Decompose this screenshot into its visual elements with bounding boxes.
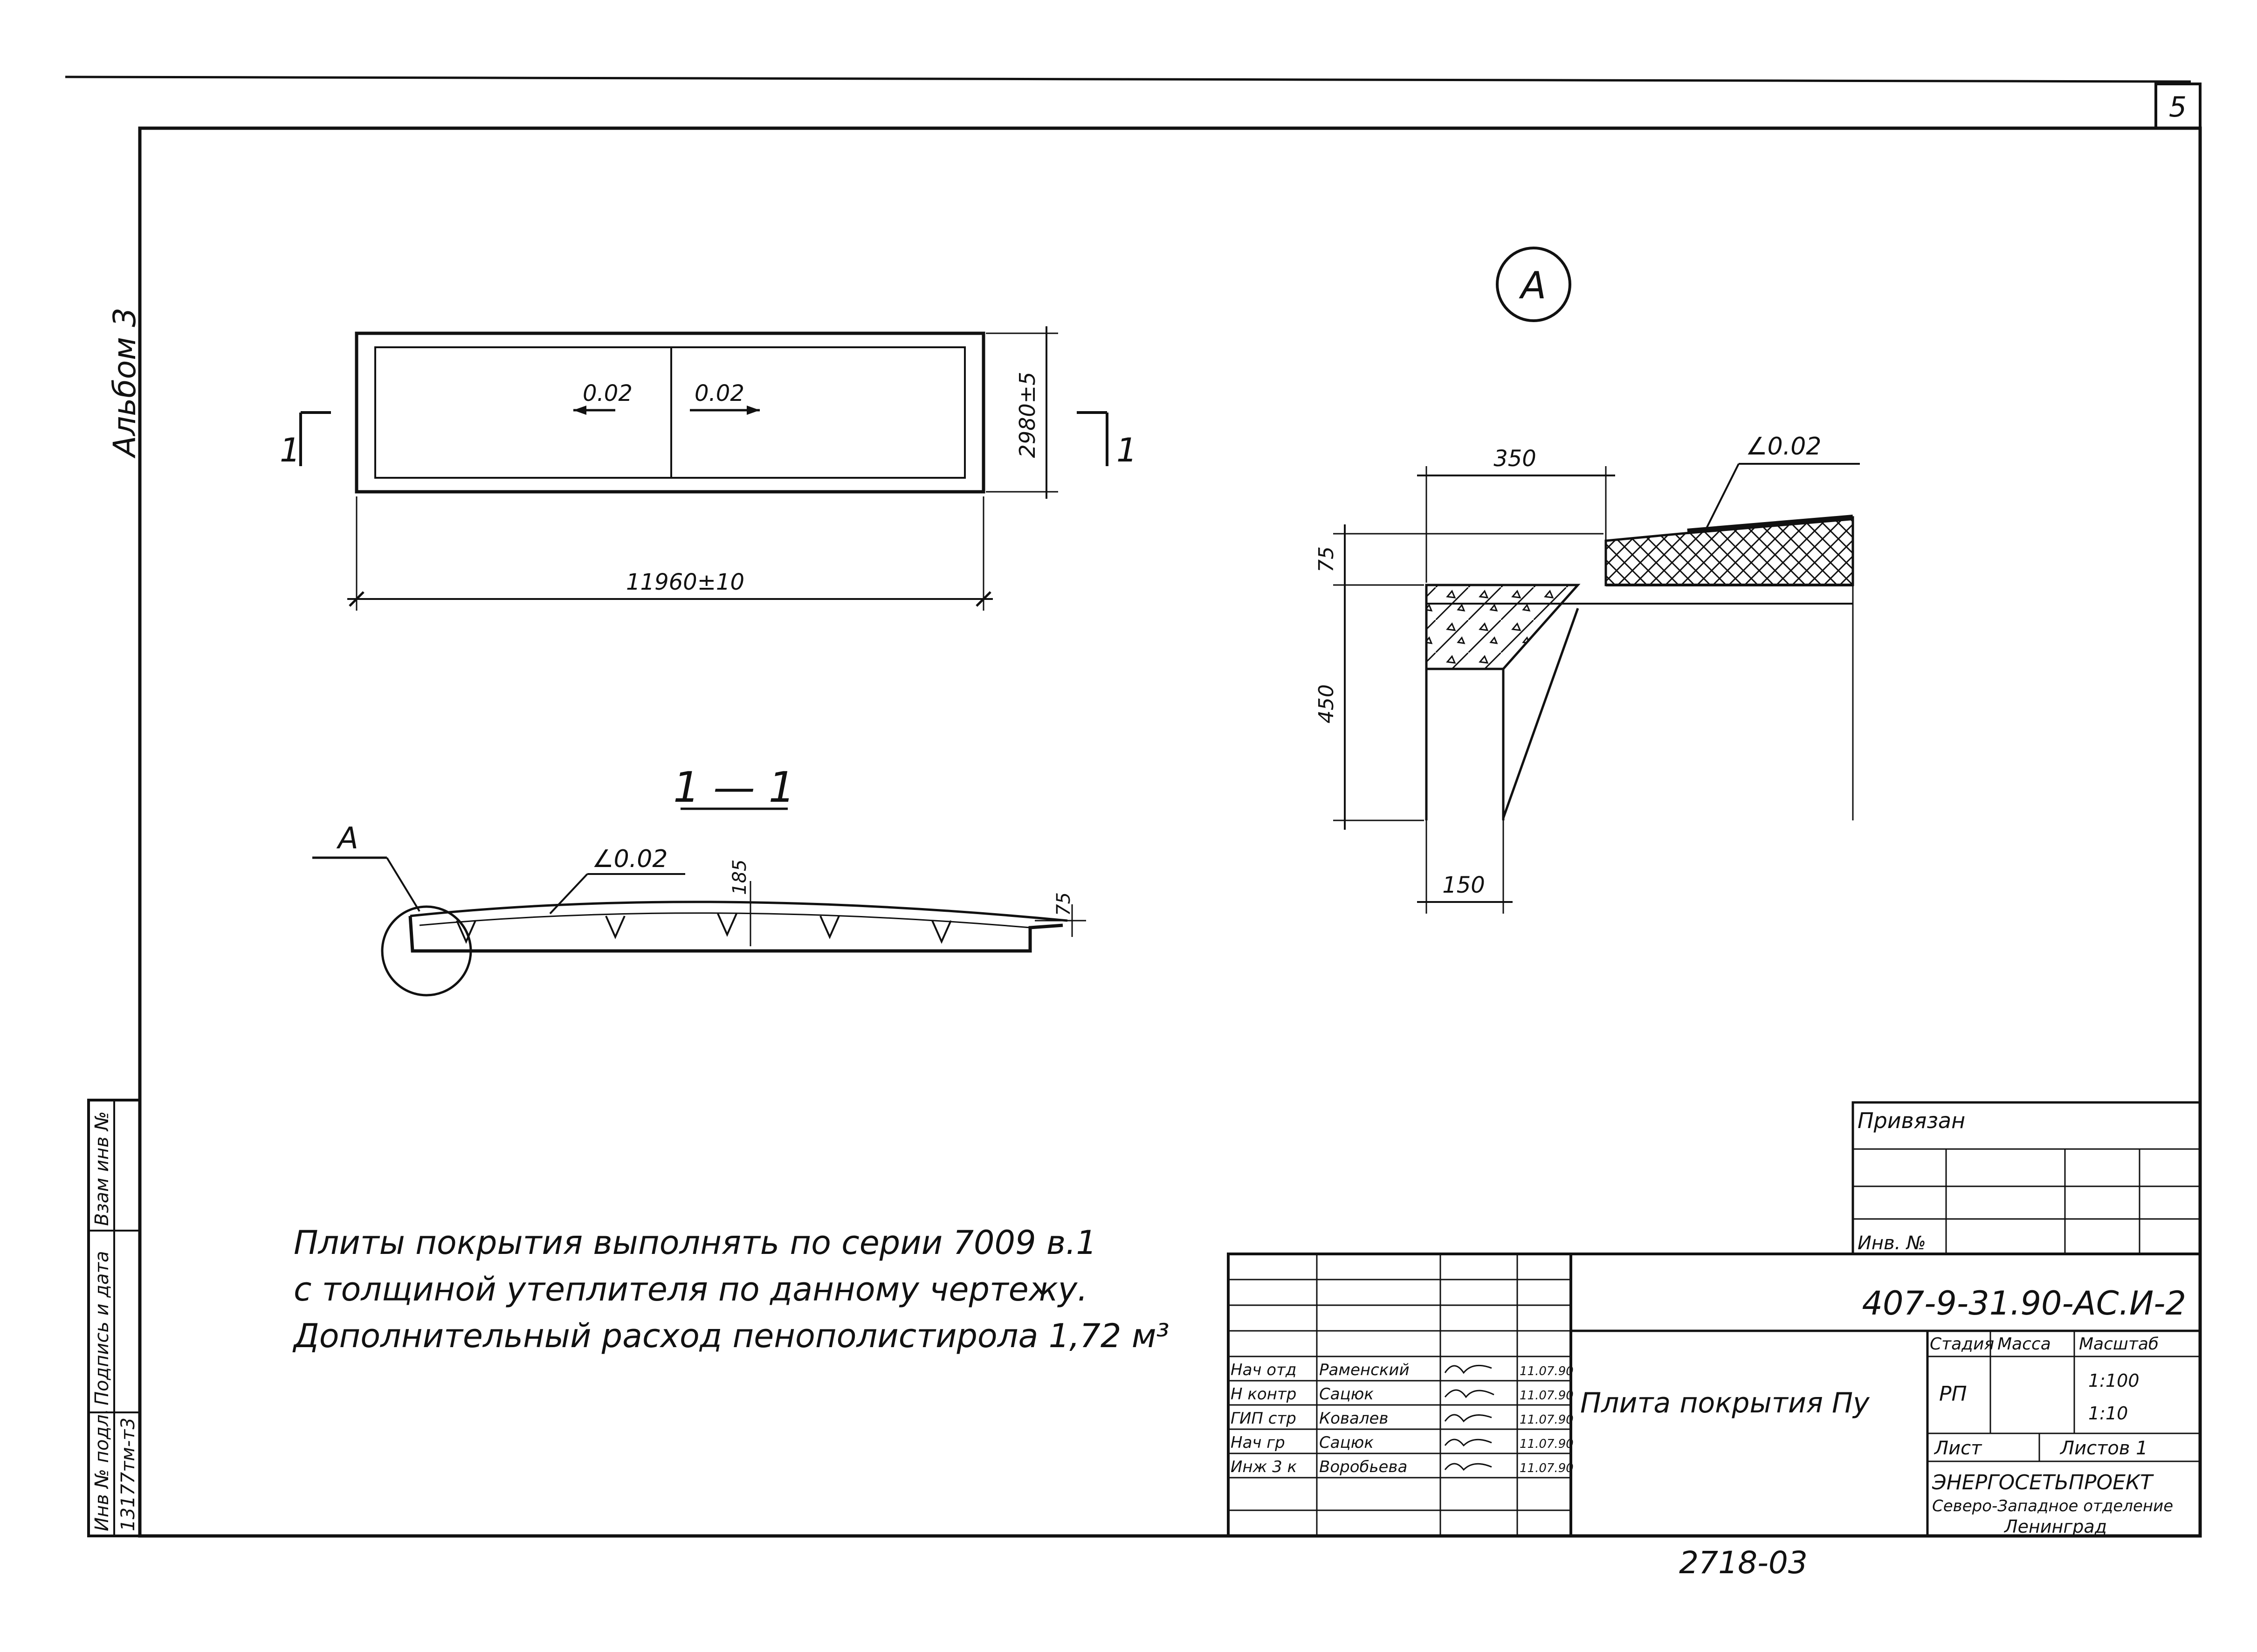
drawing-title: Плита покрытия Пу bbox=[1580, 1387, 1870, 1419]
section-view: 1 — 1 185 75 ∠0.02 А bbox=[312, 763, 1086, 997]
title-block: 407-9-31.90-АС.И-2 Плита покрытия Пу Ста… bbox=[1227, 1253, 2202, 1537]
signature-mark bbox=[1444, 1439, 1492, 1447]
section-insulation-line bbox=[419, 912, 1031, 929]
detail-label: А bbox=[1519, 264, 1547, 307]
signer-name: Раменский bbox=[1319, 1361, 1410, 1379]
page-number: 5 bbox=[2169, 91, 2187, 124]
section-slope: ∠0.02 bbox=[592, 845, 667, 873]
detail-callout-leader bbox=[386, 857, 420, 912]
slab-outline bbox=[355, 331, 985, 494]
note-line-1: Плиты покрытия выполнять по серии 7009 в… bbox=[294, 1224, 1097, 1262]
plan-length-dim: 11960±10 bbox=[626, 569, 744, 595]
detail-dim-top: 350 bbox=[1493, 446, 1536, 472]
signer-date: 11.07.90 bbox=[1520, 1437, 1574, 1451]
signer-role: ГИП стр bbox=[1231, 1409, 1296, 1428]
stage-header: Стадия bbox=[1930, 1335, 1994, 1354]
signer-role: Нач гр bbox=[1231, 1433, 1285, 1452]
slope-arrowhead-right bbox=[747, 406, 760, 415]
scale-header: Масштаб bbox=[2079, 1335, 2159, 1354]
detail-label-circle bbox=[1496, 247, 1571, 322]
section-roof-slope-line bbox=[410, 901, 1068, 922]
binding-block: Привязан Инв. № bbox=[1851, 1101, 2202, 1255]
trim-line bbox=[65, 76, 2191, 83]
signer-name: Воробьева bbox=[1319, 1458, 1407, 1476]
signer-row: Инж 3 к Воробьева 11.07.90 bbox=[1228, 1452, 1574, 1479]
length-tick-right bbox=[976, 591, 991, 607]
stage-value: РП bbox=[1939, 1382, 1967, 1406]
stamp-inv-orig: Инв № подл. bbox=[91, 1409, 113, 1531]
section-ribs bbox=[456, 913, 952, 944]
section-slope-leader bbox=[549, 873, 588, 915]
org-branch: Северо-Западное отделение bbox=[1932, 1497, 2173, 1515]
signer-date: 11.07.90 bbox=[1520, 1413, 1574, 1427]
signer-name: Сацюк bbox=[1319, 1385, 1374, 1404]
side-stamp: Инв № подл. 13177тм-т3 Подпись и дата Вз… bbox=[87, 1099, 141, 1537]
detail-concrete-rib bbox=[1425, 584, 1581, 670]
signer-row: Нач отд Раменский 11.07.90 bbox=[1231, 1361, 1574, 1379]
section-height-dim: 185 bbox=[729, 860, 750, 895]
signer-row: ГИП стр Ковалев 11.07.90 bbox=[1228, 1404, 1574, 1428]
scale-2: 1:10 bbox=[2088, 1403, 2128, 1424]
detail-callout-label: А bbox=[336, 821, 358, 856]
plan-slope-left: 0.02 bbox=[583, 380, 633, 406]
stamp-replace-inv: Взам инв № bbox=[91, 1111, 113, 1226]
signer-role: Нач отд bbox=[1231, 1361, 1296, 1379]
detail-roof-membrane bbox=[1687, 515, 1853, 534]
detail-slope: ∠0.02 bbox=[1746, 433, 1821, 461]
signature-mark bbox=[1444, 1389, 1494, 1398]
stamp-inv-orig-value: 13177тм-т3 bbox=[117, 1418, 139, 1531]
signature-mark bbox=[1444, 1463, 1492, 1471]
detail-dim-height: 450 bbox=[1314, 684, 1338, 723]
signer-name: Сацюк bbox=[1319, 1433, 1374, 1452]
doc-code: 407-9-31.90-АС.И-2 bbox=[1862, 1284, 2187, 1322]
detail-dim-bottom: 150 bbox=[1442, 872, 1485, 898]
org-city: Ленинград bbox=[2003, 1516, 2107, 1537]
stamp-sign-date: Подпись и дата bbox=[91, 1251, 113, 1405]
binding-label: Привязан bbox=[1858, 1108, 1965, 1133]
detail-dim-insulation: 75 bbox=[1314, 546, 1338, 572]
detail-view: А 350 75 450 150 ∠0.02 bbox=[1314, 247, 1860, 914]
signature-mark bbox=[1444, 1414, 1492, 1423]
general-notes: Плиты покрытия выполнять по серии 7009 в… bbox=[292, 1224, 1170, 1355]
signer-row: Н контр Сацюк 11.07.90 bbox=[1228, 1380, 1574, 1404]
plan-width-dim: 2980±5 bbox=[1015, 372, 1040, 458]
org-name: ЭНЕРГОСЕТЬПРОЕКТ bbox=[1932, 1471, 2154, 1494]
album-label: Альбом 3 bbox=[107, 308, 143, 459]
signer-date: 11.07.90 bbox=[1520, 1389, 1574, 1403]
signature-mark bbox=[1444, 1364, 1492, 1374]
section-mark-right: 1 bbox=[1116, 431, 1137, 469]
page-number-box: 5 bbox=[2154, 83, 2202, 130]
section-title: 1 — 1 bbox=[673, 763, 795, 812]
signer-date: 11.07.90 bbox=[1520, 1461, 1574, 1475]
detail-rib-lines bbox=[1425, 585, 1579, 820]
note-line-2: с толщиной утеплителя по данному чертежу… bbox=[294, 1270, 1087, 1308]
scale-1: 1:100 bbox=[2088, 1370, 2140, 1391]
drawing-frame bbox=[138, 126, 2202, 1538]
slab-inner-outline bbox=[374, 346, 966, 479]
length-tick-left bbox=[349, 591, 365, 607]
section-slab-body bbox=[408, 915, 1063, 953]
mass-header: Масса bbox=[1997, 1335, 2051, 1354]
plan-slope-right: 0.02 bbox=[695, 380, 744, 406]
signer-name: Ковалев bbox=[1319, 1409, 1389, 1428]
sheet-label: Лист bbox=[1934, 1438, 1982, 1459]
section-mark-left: 1 bbox=[280, 431, 301, 469]
note-line-3: Дополнительный расход пенополистирола 1,… bbox=[292, 1317, 1170, 1355]
signer-row: Нач гр Сацюк 11.07.90 bbox=[1228, 1428, 1574, 1452]
binding-inv-label: Инв. № bbox=[1858, 1232, 1926, 1254]
signer-date: 11.07.90 bbox=[1520, 1364, 1574, 1378]
detail-callout-circle bbox=[381, 905, 472, 997]
detail-slope-leader bbox=[1705, 463, 1740, 530]
sheets-label: Листов 1 bbox=[2059, 1438, 2148, 1459]
archive-number: 2718-03 bbox=[1679, 1545, 1808, 1581]
plan-view: 0.02 0.02 11960±10 2980±5 1 1 bbox=[280, 326, 1137, 611]
slope-arrowhead-left bbox=[573, 406, 586, 415]
section-edge-dim: 75 bbox=[1053, 892, 1074, 916]
signer-role: Инж 3 к bbox=[1231, 1458, 1297, 1476]
signer-role: Н контр bbox=[1231, 1385, 1296, 1404]
